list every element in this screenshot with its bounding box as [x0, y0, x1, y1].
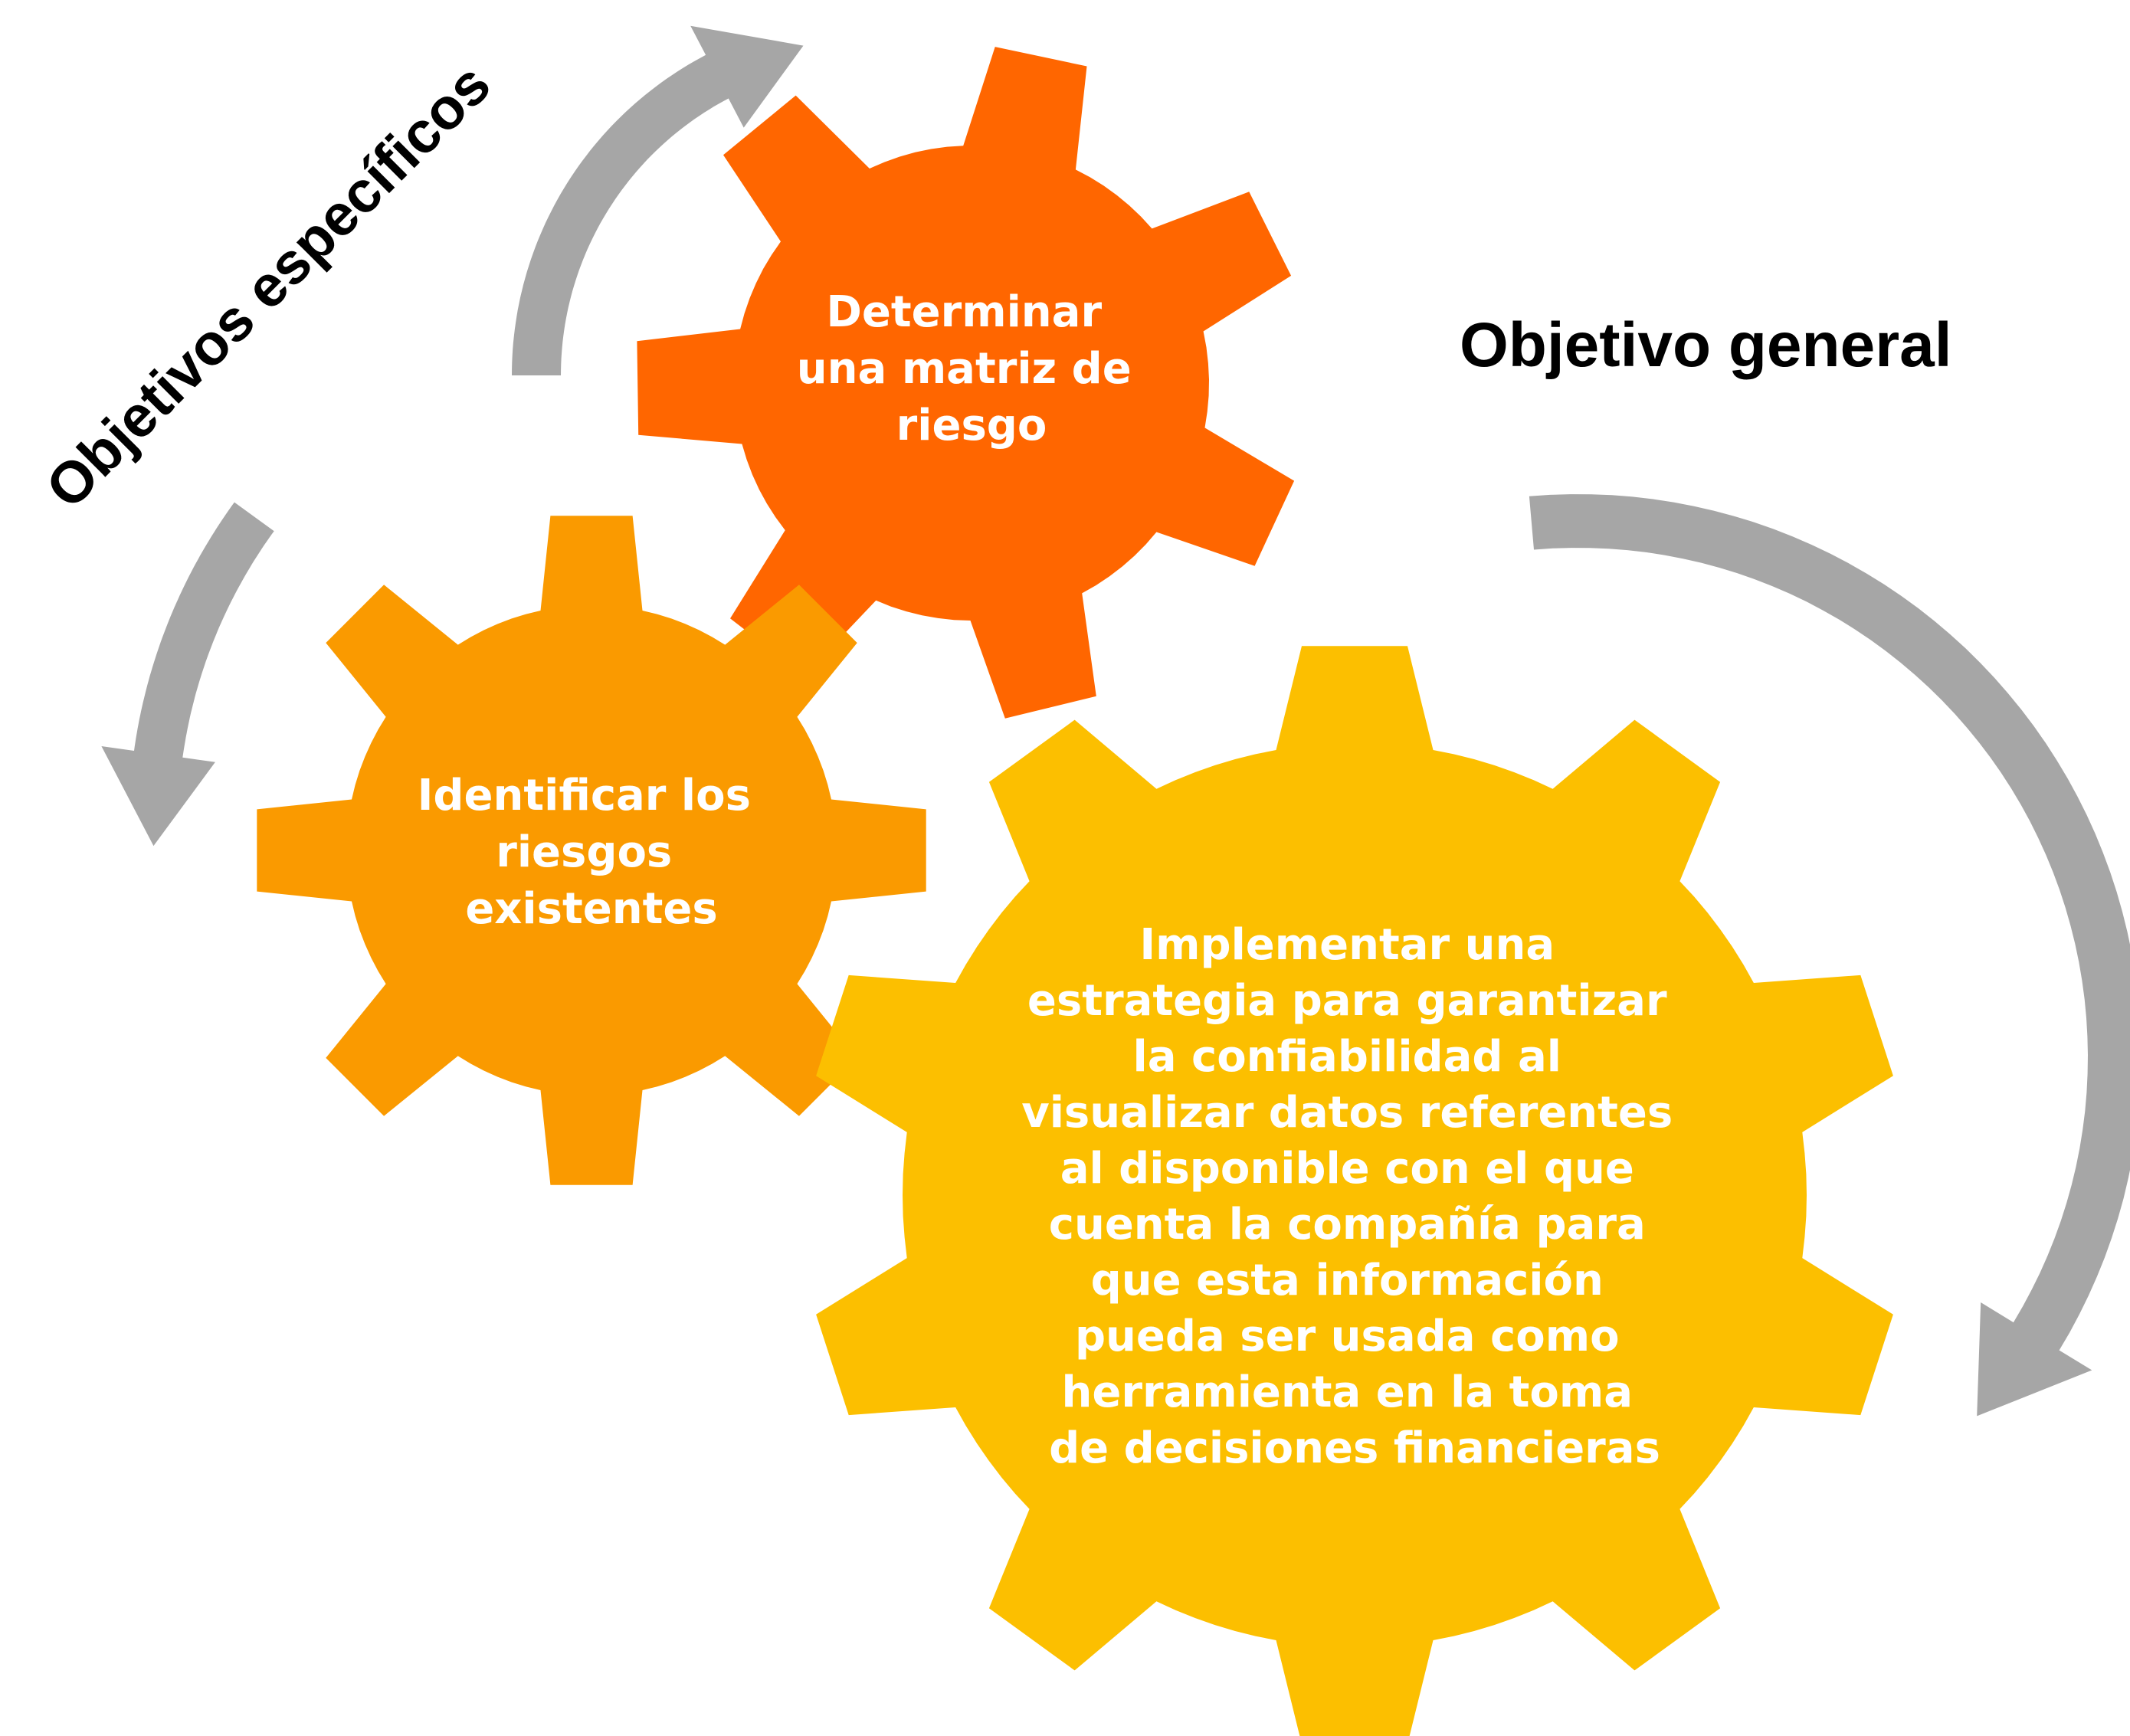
gear-implementar-text: Implementar una estrategia para garantiz…: [1021, 920, 1688, 1473]
text-line: existentes: [465, 884, 717, 934]
gear-identificar-text: Identificar los riesgos existentes: [418, 771, 766, 934]
arrow-specific-upper: [512, 25, 804, 375]
gear-identificar: [257, 516, 926, 1185]
text-line: que esta información: [1091, 1256, 1604, 1305]
text-line: visualizar datos referentes: [1021, 1088, 1673, 1138]
text-line: una matriz de: [797, 344, 1132, 394]
text-line: Determinar: [826, 287, 1102, 337]
gear-determinar: [637, 47, 1295, 719]
gear-implementar: [816, 646, 1893, 1736]
text-line: herramienta en la toma: [1061, 1368, 1633, 1417]
text-line: estrategia para garantizar: [1027, 976, 1667, 1026]
arrow-general: [1529, 494, 2130, 1417]
heading-specific: Objetivos específicos: [34, 51, 503, 521]
text-line: pueda ser usada como: [1075, 1312, 1620, 1361]
heading-general: Objetivo general: [1460, 310, 1952, 380]
text-line: Identificar los: [418, 771, 751, 821]
arrow-specific-lower: [101, 502, 274, 847]
cycle-arrows: [101, 25, 2130, 1417]
text-line: cuenta la compañía para: [1049, 1200, 1646, 1250]
text-line: al disponible con el que: [1060, 1144, 1634, 1194]
text-line: de decisiones financieras: [1049, 1423, 1660, 1473]
text-line: Implementar una: [1139, 920, 1555, 970]
gear-determinar-text: Determinar una matriz de riesgo: [797, 287, 1146, 450]
text-line: la confiabilidad al: [1133, 1032, 1561, 1082]
text-line: riesgos: [496, 827, 672, 877]
text-line: riesgo: [896, 401, 1047, 450]
